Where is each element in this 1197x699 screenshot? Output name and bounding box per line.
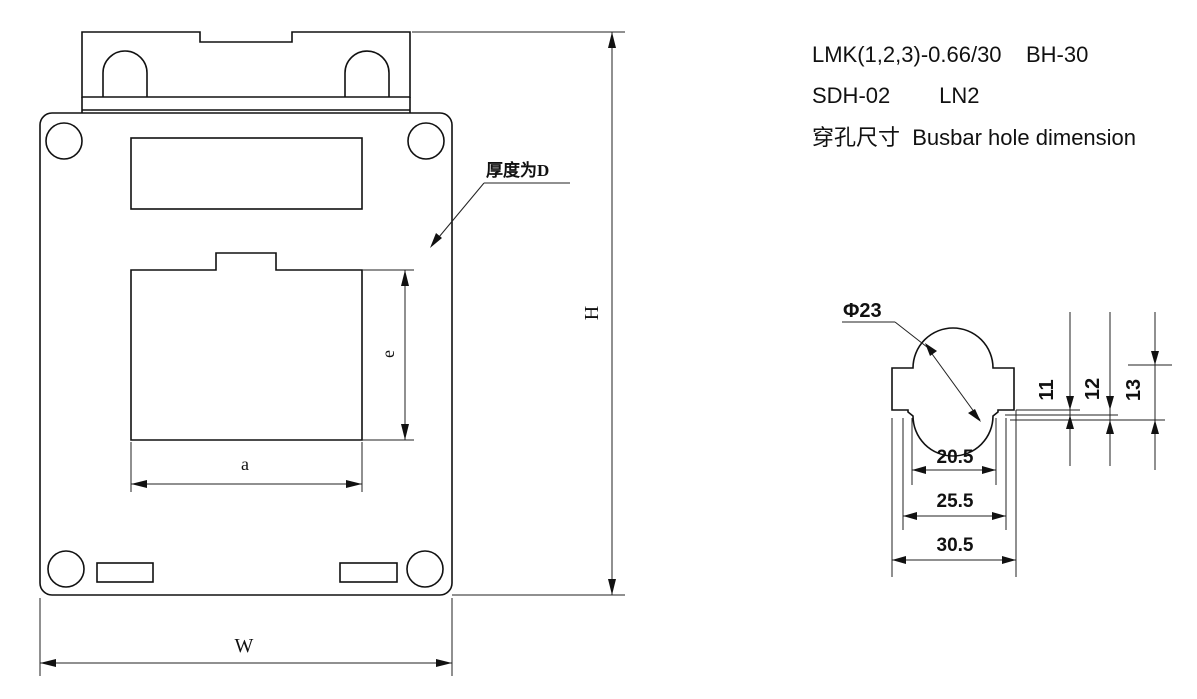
dimension-width (39, 598, 453, 676)
busbar-window (130, 252, 363, 441)
dimension-width-label: W (235, 635, 254, 657)
mounting-hole-bottom-right (406, 550, 444, 588)
hole-height-13-label: 13 (1123, 379, 1145, 401)
hole-width-30-5-label: 30.5 (937, 535, 974, 556)
hole-height-dimensions (1005, 312, 1172, 470)
hole-width-dimensions (891, 410, 1017, 577)
hole-height-11-label: 11 (1036, 379, 1058, 400)
terminal-slot-left (96, 562, 154, 583)
dimension-window-width-label: a (241, 454, 249, 474)
dimension-window-width (130, 442, 363, 492)
mounting-hole-top-right (407, 122, 445, 160)
spec-line-variants: SDH-02 LN2 (812, 83, 980, 108)
bracket-slot-left (102, 50, 148, 97)
dimension-height-label: H (581, 306, 603, 320)
spec-line-busbar-title: 穿孔尺寸 Busbar hole dimension (812, 125, 1137, 150)
dimension-height (412, 31, 625, 596)
front-view (39, 31, 453, 596)
hole-height-12-label: 12 (1082, 378, 1104, 400)
hole-diameter-label: Φ23 (843, 300, 882, 322)
top-bracket (81, 31, 411, 98)
dimension-window-height (362, 269, 414, 441)
nameplate (130, 137, 363, 210)
dimension-window-height-label: e (378, 350, 398, 358)
spec-line-model: LMK(1,2,3)-0.66/30 BH-30 (812, 42, 1089, 67)
hole-width-20-5-label: 20.5 (937, 447, 974, 468)
mounting-hole-top-left (45, 122, 83, 160)
mounting-hole-bottom-left (47, 550, 85, 588)
terminal-slot-right (339, 562, 398, 583)
thickness-note: 厚度为D (486, 160, 549, 180)
thickness-leader (430, 182, 570, 248)
busbar-hole-profile (842, 321, 1015, 457)
housing-outline (39, 112, 453, 596)
hole-width-25-5-label: 25.5 (937, 491, 974, 512)
bracket-slot-right (344, 50, 390, 97)
